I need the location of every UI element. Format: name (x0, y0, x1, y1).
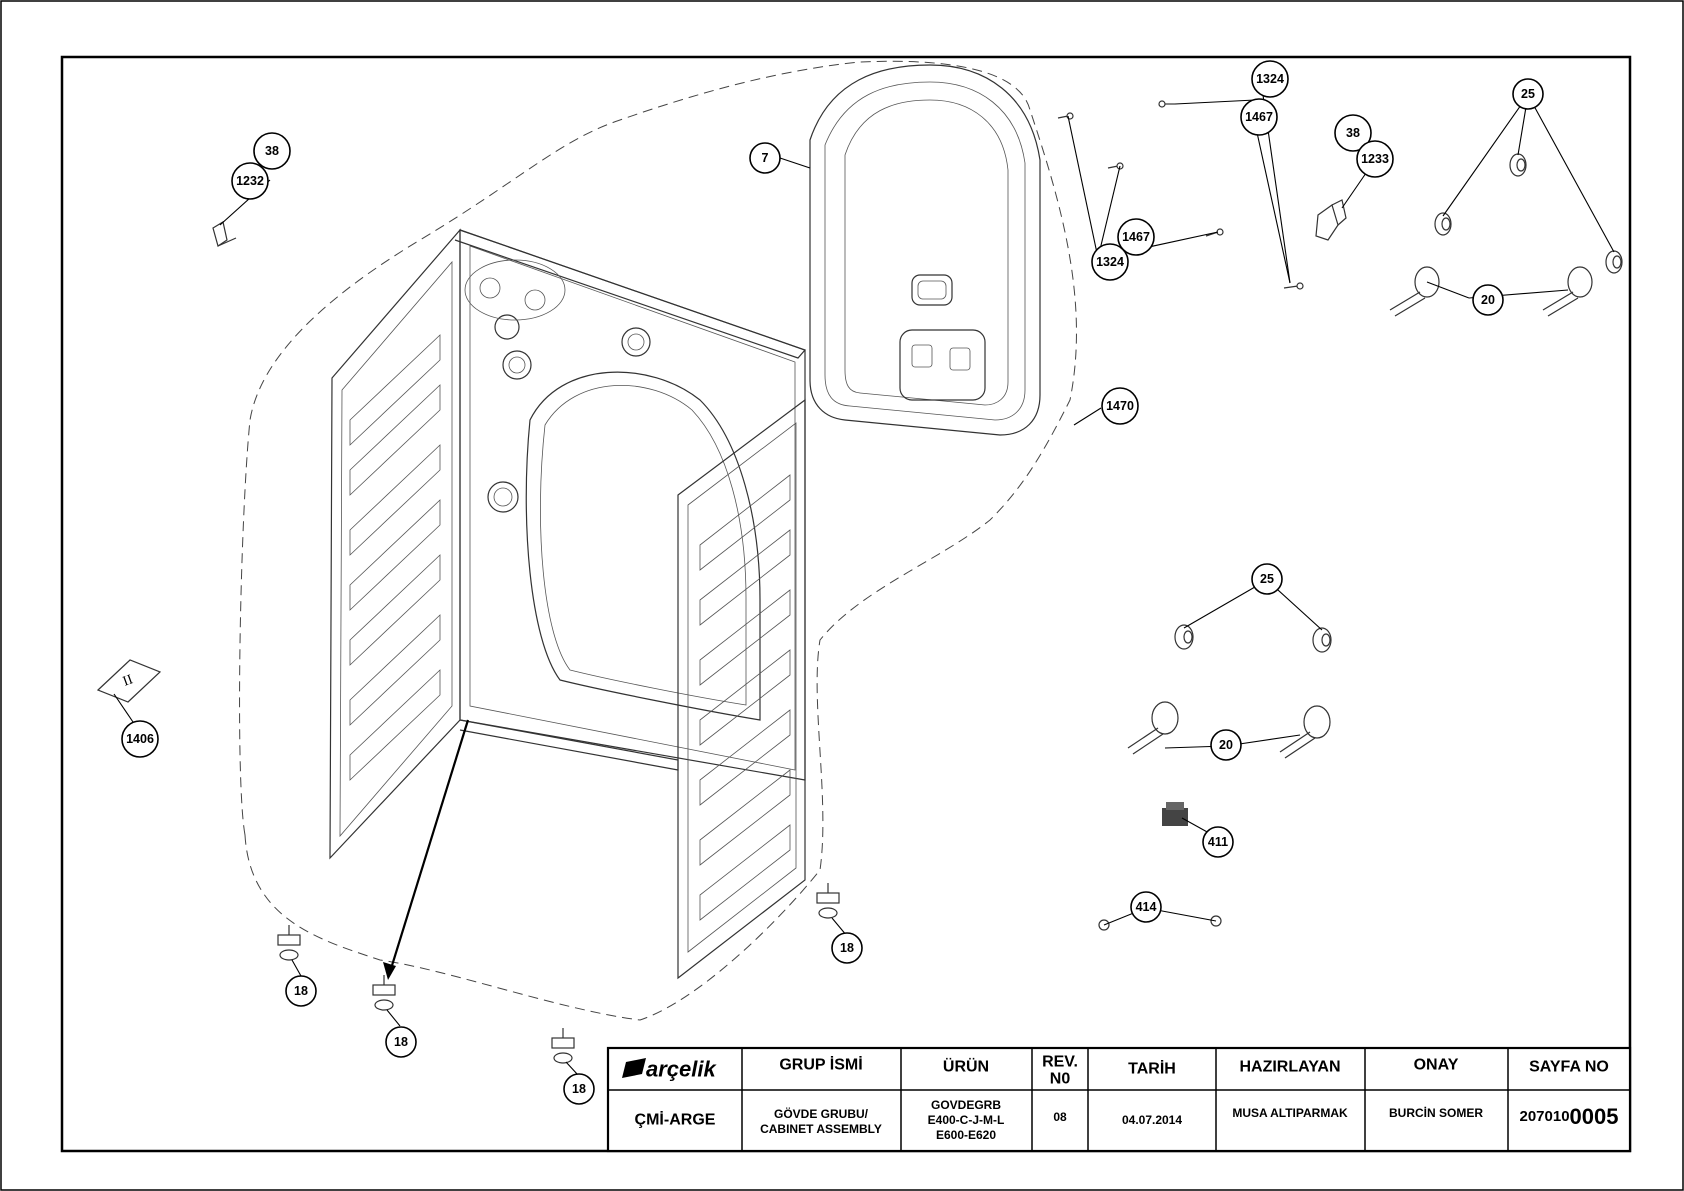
grommets-middle (1174, 624, 1332, 653)
hazirlayan-value: MUSA ALTIPARMAK (1232, 1106, 1348, 1120)
callout-text: 1324 (1096, 255, 1124, 269)
callout-text: 18 (394, 1035, 408, 1049)
callout-414: 414 (1130, 891, 1162, 923)
leader-lines (113, 94, 1615, 1076)
callout-38-left: 38 (253, 132, 291, 170)
callout-text: 1467 (1122, 230, 1150, 244)
callout-text: 38 (265, 144, 279, 158)
cabinet-envelope-dashed (239, 60, 1077, 1021)
callout-text: 1232 (236, 174, 264, 188)
callout-1232: 1232 (231, 162, 269, 200)
callout-18-b: 18 (385, 1026, 417, 1058)
callout-text: 38 (1346, 126, 1360, 140)
rev-header-line2: N0 (1050, 1071, 1071, 1088)
sayfa-prefix: 207010 (1519, 1108, 1569, 1125)
callout-1324-top: 1324 (1251, 60, 1289, 98)
callout-1406: 1406 (121, 720, 159, 758)
plugs-414 (1098, 915, 1222, 931)
arcelik-logo: arçelik (622, 1057, 717, 1082)
callout-text: 18 (840, 941, 854, 955)
department: ÇMİ-ARGE (635, 1111, 716, 1129)
callout-text: 20 (1219, 738, 1233, 752)
callout-text: 1467 (1245, 110, 1273, 124)
callout-text: 411 (1208, 835, 1228, 849)
callout-text: 25 (1260, 572, 1274, 586)
callout-20-top: 20 (1472, 284, 1504, 316)
onay-value: BURCİN SOMER (1389, 1105, 1483, 1120)
grommets-top (1434, 153, 1623, 274)
shock-absorbers-middle (1127, 701, 1331, 759)
callout-text: 1470 (1106, 399, 1134, 413)
callout-text: 18 (294, 984, 308, 998)
onay-header: ONAY (1414, 1057, 1459, 1074)
urun-value-line3: E600-E620 (936, 1128, 996, 1142)
door-frame-part (809, 64, 1041, 436)
label-plate-symbol: II (121, 672, 135, 689)
callout-18-d: 18 (831, 932, 863, 964)
callout-18-a: 18 (285, 975, 317, 1007)
hazirlayan-header: HAZIRLAYAN (1239, 1059, 1340, 1076)
callout-1233: 1233 (1356, 140, 1394, 178)
tarih-value: 04.07.2014 (1122, 1113, 1182, 1127)
callout-1467-mid: 1467 (1117, 218, 1155, 256)
leveling-feet (277, 883, 840, 1064)
grup-value-line2: CABINET ASSEMBLY (760, 1122, 882, 1136)
label-plate-1406: II (96, 659, 162, 703)
callout-1470: 1470 (1101, 387, 1139, 425)
logo-text: arçelik (646, 1057, 717, 1082)
grup-header: GRUP İSMİ (779, 1056, 862, 1074)
urun-value-line2: E400-C-J-M-L (928, 1113, 1005, 1127)
rev-header-line1: REV. (1042, 1054, 1078, 1071)
cabinet-body (329, 228, 807, 980)
callout-text: 25 (1521, 87, 1535, 101)
rev-value: 08 (1053, 1110, 1067, 1124)
callout-38-right: 38 (1334, 114, 1372, 152)
callout-text: 414 (1136, 900, 1157, 914)
callout-text: 20 (1481, 293, 1495, 307)
bracket-1232 (212, 221, 237, 247)
title-block: arçelik GRUP İSMİ ÜRÜN REV. N0 TARİH HAZ… (606, 1046, 1632, 1153)
clip-411 (1162, 802, 1188, 826)
sayfa-value: 2070100005 (1519, 1104, 1618, 1129)
callout-411: 411 (1202, 826, 1234, 858)
callout-7: 7 (749, 142, 781, 174)
callout-25-top: 25 (1512, 78, 1544, 110)
callout-20-mid: 20 (1210, 729, 1242, 761)
callout-text: 1406 (126, 732, 154, 746)
callout-text: 18 (572, 1082, 586, 1096)
bracket-1233 (1315, 199, 1347, 241)
urun-value-line1: GOVDEGRB (931, 1098, 1001, 1112)
grup-value-line1: GÖVDE GRUBU/ (774, 1106, 869, 1121)
callout-text: 1324 (1256, 72, 1284, 86)
callout-text: 7 (762, 151, 769, 165)
sayfa-suffix: 0005 (1570, 1104, 1619, 1129)
shock-absorbers-top (1389, 266, 1593, 317)
assembly-arrow (383, 719, 470, 980)
callout-1467-top: 1467 (1240, 98, 1278, 136)
sayfa-header: SAYFA NO (1529, 1059, 1609, 1076)
urun-header: ÜRÜN (943, 1057, 989, 1076)
callout-18-c: 18 (563, 1073, 595, 1105)
tarih-header: TARİH (1128, 1060, 1176, 1078)
callout-25-mid: 25 (1251, 563, 1283, 595)
callout-text: 1233 (1361, 152, 1389, 166)
callout-1324-mid: 1324 (1091, 243, 1129, 281)
